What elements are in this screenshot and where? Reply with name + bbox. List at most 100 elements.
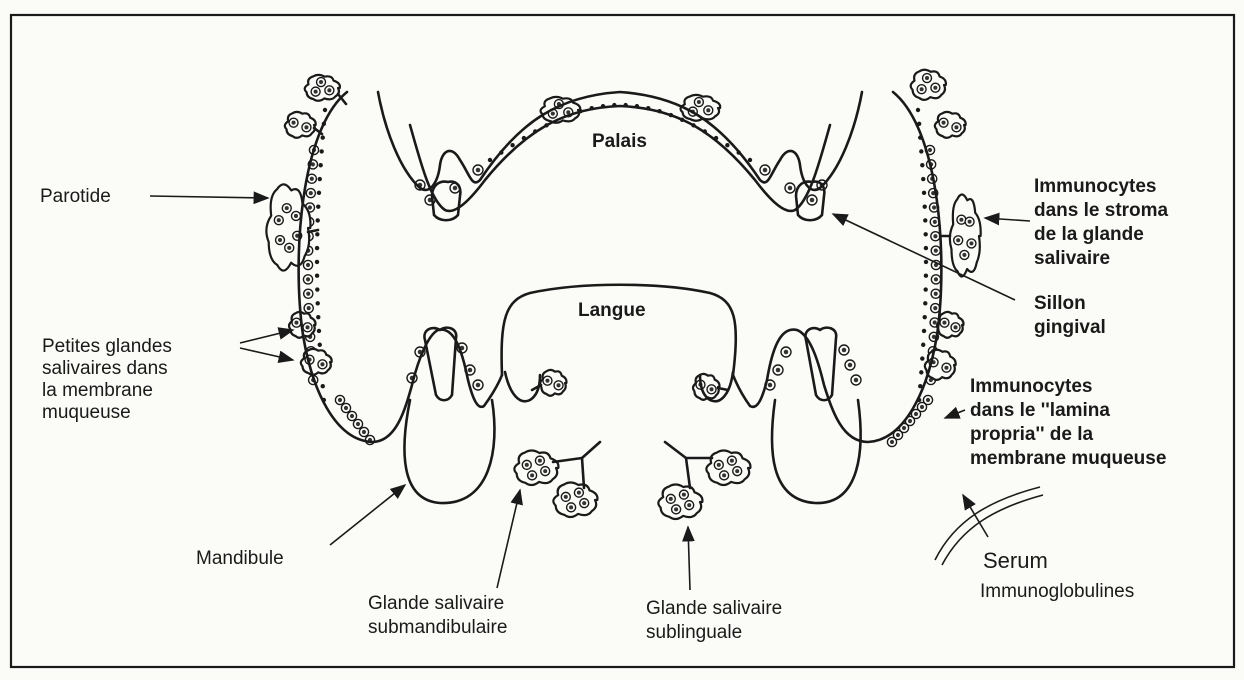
immunocyte-nucleus bbox=[730, 459, 734, 463]
immunocyte-nucleus bbox=[735, 469, 739, 473]
immunocyte-nucleus bbox=[476, 383, 481, 388]
figure-frame bbox=[11, 15, 1234, 667]
serum-arrow bbox=[963, 495, 988, 537]
mucosa-dot bbox=[922, 329, 926, 333]
immunocyte-nucleus bbox=[669, 497, 673, 501]
immunocyte-nucleus bbox=[327, 88, 331, 92]
immunocyte-nucleus bbox=[304, 125, 308, 129]
immunocyte-nucleus bbox=[309, 191, 313, 195]
mucosa-dot bbox=[748, 158, 752, 162]
mucosa-dot bbox=[916, 108, 920, 112]
immunocyte-nucleus bbox=[914, 412, 918, 416]
submandibulaire-arrow bbox=[497, 490, 520, 588]
immunocyte-nucleus bbox=[564, 495, 568, 499]
gland-duct bbox=[686, 458, 690, 488]
mucosa-dot bbox=[923, 218, 927, 222]
immunocyte-nucleus bbox=[925, 76, 929, 80]
gland-duct bbox=[665, 442, 686, 458]
mucosa-dot bbox=[317, 191, 321, 195]
palate-inner-outline bbox=[410, 106, 830, 211]
immunocyte-nucleus bbox=[277, 218, 281, 222]
immunocyte-nucleus bbox=[942, 321, 946, 325]
mucosa-dot bbox=[315, 246, 319, 250]
mandibule-arrow bbox=[330, 485, 405, 545]
immunocyte-nucleus bbox=[294, 321, 298, 325]
immunocyte-nucleus bbox=[278, 238, 282, 242]
sublingual-gland-lobe bbox=[706, 451, 750, 485]
label-immunocytes-stroma: Immunocytes dans le stroma de la glande … bbox=[1034, 176, 1173, 269]
sublinguale-arrow bbox=[688, 527, 690, 590]
stroma-gland bbox=[950, 195, 981, 277]
mucosa-dot bbox=[923, 204, 927, 208]
immunocyte-nucleus bbox=[530, 473, 534, 477]
immunocyte-nucleus bbox=[356, 422, 360, 426]
immunocyte-nucleus bbox=[763, 168, 768, 173]
label-palais: Palais bbox=[592, 131, 647, 152]
mucosa-dot bbox=[316, 301, 320, 305]
immunocyte-nucleus bbox=[717, 463, 721, 467]
parotide-arrow bbox=[150, 196, 268, 198]
immunocyte-nucleus bbox=[545, 379, 549, 383]
petites-glandes-arrow-2 bbox=[240, 348, 293, 360]
immunocyte-nucleus bbox=[944, 366, 948, 370]
immunocyte-nucleus bbox=[307, 306, 311, 310]
mucosa-dot bbox=[923, 232, 927, 236]
mucosa-dot bbox=[316, 204, 320, 208]
mucosa-dot bbox=[318, 163, 322, 167]
immunocyte-nucleus bbox=[928, 148, 932, 152]
submandibular-gland-lobe bbox=[553, 483, 597, 517]
immunocyte-nucleus bbox=[768, 383, 773, 388]
mucosa-dot bbox=[924, 260, 928, 264]
immunocyte-nucleus bbox=[933, 306, 937, 310]
mucosa-dot bbox=[318, 343, 322, 347]
submandibular-gland-lobe bbox=[514, 451, 558, 485]
immunocyte-nucleus bbox=[557, 383, 561, 387]
mucosa-dot bbox=[321, 135, 325, 139]
gland-duct bbox=[553, 458, 582, 462]
right-mandible bbox=[772, 400, 861, 503]
immunocyte-nucleus bbox=[314, 90, 318, 94]
immunocyte-nucleus bbox=[687, 503, 691, 507]
immunocyte-nucleus bbox=[577, 491, 581, 495]
immunocyte-nucleus bbox=[362, 430, 366, 434]
immunocyte-nucleus bbox=[968, 220, 972, 224]
mucosa-dot bbox=[919, 149, 923, 153]
mucosa-dot bbox=[318, 177, 322, 181]
immunocyte-nucleus bbox=[285, 206, 289, 210]
immunocyte-nucleus bbox=[525, 463, 529, 467]
immunocyte-nucleus bbox=[674, 507, 678, 511]
immunocyte-nucleus bbox=[848, 363, 853, 368]
label-glande-sublinguale: Glande salivaire sublinguale bbox=[646, 598, 788, 643]
mucosa-dot bbox=[921, 343, 925, 347]
immunocyte-nucleus bbox=[722, 473, 726, 477]
immunocyte-nucleus bbox=[933, 234, 937, 238]
immunocyte-nucleus bbox=[890, 440, 894, 444]
immunocyte-nucleus bbox=[933, 220, 937, 224]
sublingual-gland-lobe bbox=[658, 485, 702, 519]
mucosa-dot bbox=[510, 143, 514, 147]
mucosa-dot bbox=[321, 384, 325, 388]
immunocyte-nucleus bbox=[933, 320, 937, 324]
mucosa-dot bbox=[923, 301, 927, 305]
immunocyte-nucleus bbox=[896, 433, 900, 437]
immunocyte-nucleus bbox=[810, 198, 815, 203]
immunocyte-nucleus bbox=[306, 277, 310, 281]
mucosa-dot bbox=[924, 274, 928, 278]
immunocyte-nucleus bbox=[776, 368, 781, 373]
immunocyte-nucleus bbox=[338, 398, 342, 402]
mucosa-dot bbox=[921, 177, 925, 181]
left-mandible bbox=[404, 400, 494, 503]
immunocyte-nucleus bbox=[934, 277, 938, 281]
mucosa-dot bbox=[315, 260, 319, 264]
mucosa-dot bbox=[725, 143, 729, 147]
immunocyte-nucleus bbox=[306, 292, 310, 296]
label-langue: Langue bbox=[578, 300, 646, 321]
mucosa-dot bbox=[923, 287, 927, 291]
mucosa-dot bbox=[488, 158, 492, 162]
mucosa-dot bbox=[919, 370, 923, 374]
immunocyte-nucleus bbox=[551, 112, 555, 116]
label-immunoglobulines: Immunoglobulines bbox=[980, 581, 1134, 602]
immunocyte-nucleus bbox=[320, 362, 324, 366]
mucosa-dot bbox=[316, 315, 320, 319]
